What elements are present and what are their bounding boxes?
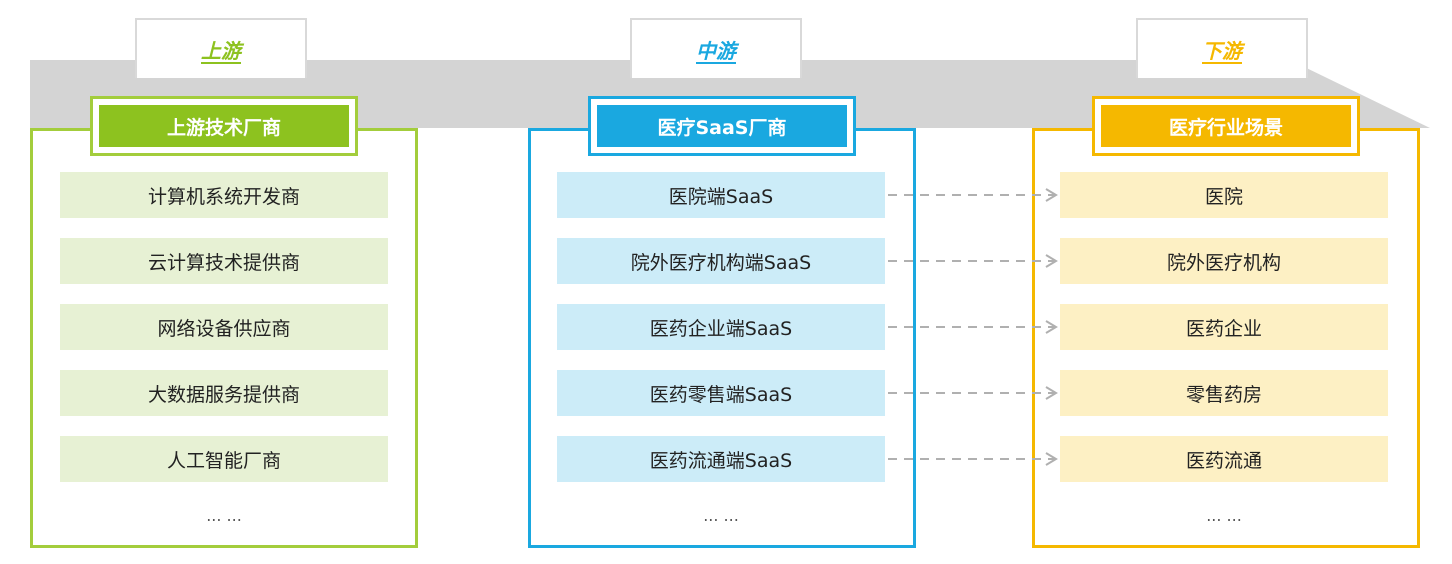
stage-tab-upstream: 上游 xyxy=(135,18,307,78)
midstream-item: 医药流通端SaaS xyxy=(557,436,885,482)
upstream-item: 网络设备供应商 xyxy=(60,304,388,350)
stage-tab-downstream: 下游 xyxy=(1136,18,1308,78)
arrow-head-icon xyxy=(1045,452,1058,466)
arrow-head-icon xyxy=(1045,188,1058,202)
midstream-item: 医院端SaaS xyxy=(557,172,885,218)
stage-label-upstream: 上游 xyxy=(201,38,241,63)
arrow-head-icon xyxy=(1045,320,1058,334)
stage-tab-midstream: 中游 xyxy=(630,18,802,78)
midstream-header-label: 医疗SaaS厂商 xyxy=(597,105,847,147)
stage-label-midstream: 中游 xyxy=(696,38,736,63)
downstream-header: 医疗行业场景 xyxy=(1092,96,1360,156)
downstream-item: 医药流通 xyxy=(1060,436,1388,482)
downstream-item: 零售药房 xyxy=(1060,370,1388,416)
downstream-item: 院外医疗机构 xyxy=(1060,238,1388,284)
upstream-item: 云计算技术提供商 xyxy=(60,238,388,284)
arrow-head-icon xyxy=(1045,386,1058,400)
arrow-head-icon xyxy=(1045,254,1058,268)
upstream-header-label: 上游技术厂商 xyxy=(99,105,349,147)
downstream-more: ... ... xyxy=(1206,505,1242,525)
midstream-item: 院外医疗机构端SaaS xyxy=(557,238,885,284)
stage-label-downstream: 下游 xyxy=(1202,38,1242,63)
midstream-item: 医药零售端SaaS xyxy=(557,370,885,416)
band-shape xyxy=(30,60,1430,128)
upstream-item: 计算机系统开发商 xyxy=(60,172,388,218)
upstream-header: 上游技术厂商 xyxy=(90,96,358,156)
downstream-item: 医院 xyxy=(1060,172,1388,218)
downstream-header-label: 医疗行业场景 xyxy=(1101,105,1351,147)
midstream-header: 医疗SaaS厂商 xyxy=(588,96,856,156)
midstream-item: 医药企业端SaaS xyxy=(557,304,885,350)
upstream-item: 大数据服务提供商 xyxy=(60,370,388,416)
downstream-item: 医药企业 xyxy=(1060,304,1388,350)
upstream-more: ... ... xyxy=(206,505,242,525)
upstream-item: 人工智能厂商 xyxy=(60,436,388,482)
midstream-more: ... ... xyxy=(703,505,739,525)
